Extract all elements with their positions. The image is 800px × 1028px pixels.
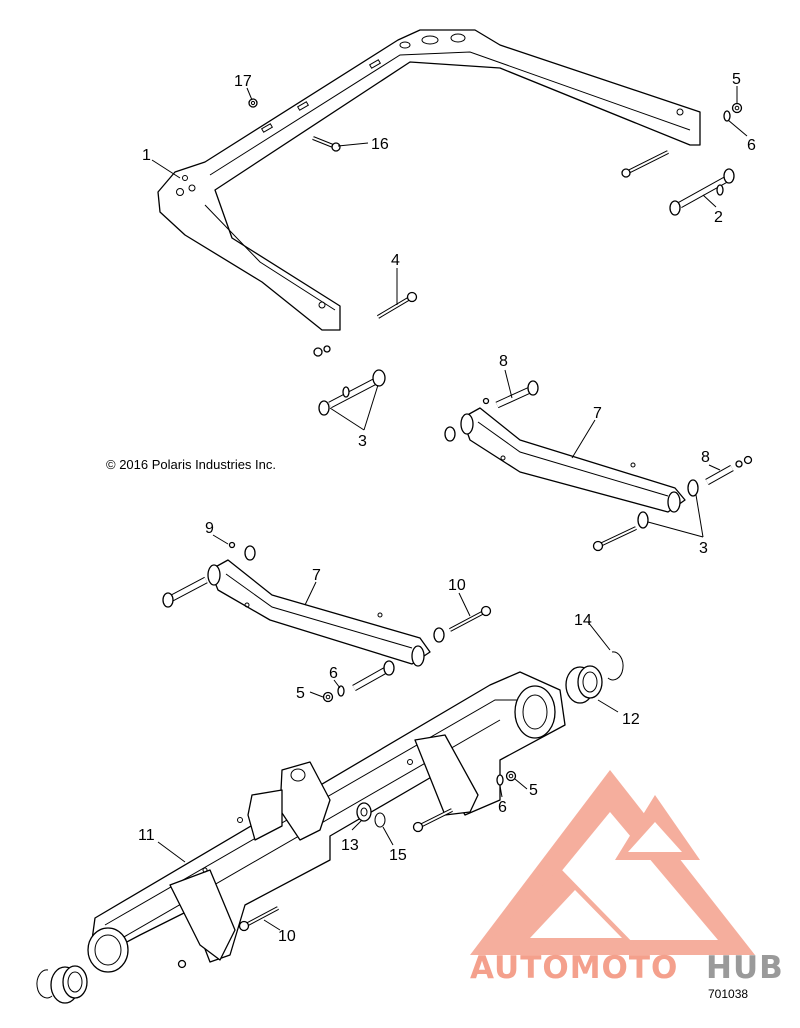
part-13-bushing	[356, 802, 372, 822]
part-5-nut-low	[505, 770, 517, 782]
part-5-nut-top	[731, 102, 743, 114]
callout-17: 17	[234, 73, 252, 90]
part-7-arm-lower	[207, 559, 431, 667]
part-9-nut	[228, 541, 256, 561]
callout-1: 1	[142, 147, 151, 164]
callout-2: 2	[714, 209, 723, 226]
callout-6: 6	[329, 665, 338, 682]
part-5-nut-mid	[322, 691, 334, 703]
callout-7: 7	[312, 567, 321, 584]
leader-lines	[151, 86, 748, 931]
callout-3: 3	[699, 540, 708, 557]
callout-12: 12	[622, 711, 640, 728]
part-7-arm-upper	[460, 407, 686, 513]
callout-3: 3	[358, 433, 367, 450]
callout-10: 10	[278, 928, 296, 945]
part-15-o-ring	[374, 812, 386, 828]
part-14-snap-ring	[607, 651, 624, 681]
part-8-pin-upper	[482, 380, 539, 409]
callout-5: 5	[732, 71, 741, 88]
document-number: 701038	[708, 987, 749, 1001]
part-8-pin-right	[705, 455, 753, 486]
callout-labels: 1 2 3 3 4 5 5 5 6 6 6 7 7 8 8 9 10 10 11…	[138, 71, 756, 945]
watermark-text: AUTOMOTO HUB	[470, 950, 784, 986]
callout-6: 6	[498, 799, 507, 816]
part-17-nut	[248, 98, 258, 108]
part-frame	[157, 29, 701, 331]
part-14-snap-ring-lower	[36, 969, 53, 999]
callout-11: 11	[138, 827, 155, 844]
callout-9: 9	[205, 520, 214, 537]
callout-7: 7	[593, 405, 602, 422]
part-bushing-arm-upper-left	[444, 426, 456, 442]
callout-15: 15	[389, 847, 407, 864]
part-6-washer-low	[496, 774, 504, 786]
watermark-brand-part2: HUB	[706, 950, 784, 986]
watermark-brand-part1: AUTOMOTO	[470, 950, 678, 986]
part-nut-carrier-lower	[177, 959, 187, 969]
part-10-bolt-upper	[433, 605, 492, 643]
part-12-bearing	[565, 665, 603, 704]
part-10-bolt-lower	[238, 906, 279, 932]
callout-6: 6	[747, 137, 756, 154]
part-bolt-arm-upper	[592, 526, 637, 552]
callout-13: 13	[341, 837, 359, 854]
part-6-washer-top	[723, 110, 731, 122]
part-pin-arm-lower-left	[162, 576, 208, 608]
copyright-notice: © 2016 Polaris Industries Inc.	[106, 457, 276, 472]
callout-16: 16	[371, 136, 389, 153]
watermark-logo	[470, 770, 755, 955]
part-6-washer-mid	[337, 685, 345, 697]
part-11-carrier	[87, 671, 566, 973]
part-12-bearing-lower	[50, 965, 88, 1004]
part-bolt-carrier-mid	[412, 808, 453, 833]
part-3-bushings-right	[637, 479, 699, 529]
callout-5: 5	[529, 782, 538, 799]
part-bolt-long-top	[621, 150, 669, 178]
part-pin-arm-lower-right	[352, 660, 395, 692]
part-16-bolt	[312, 136, 341, 152]
callout-8: 8	[701, 449, 710, 466]
callout-14: 14	[574, 612, 592, 629]
callout-10: 10	[448, 577, 466, 594]
callout-4: 4	[391, 252, 400, 269]
part-2-bushing-pin	[669, 168, 735, 216]
part-3-bushings-left	[318, 369, 386, 416]
callout-8: 8	[499, 353, 508, 370]
callout-5: 5	[296, 685, 305, 702]
part-nut-frame-lower	[313, 345, 331, 357]
part-4-bolt	[376, 291, 418, 319]
